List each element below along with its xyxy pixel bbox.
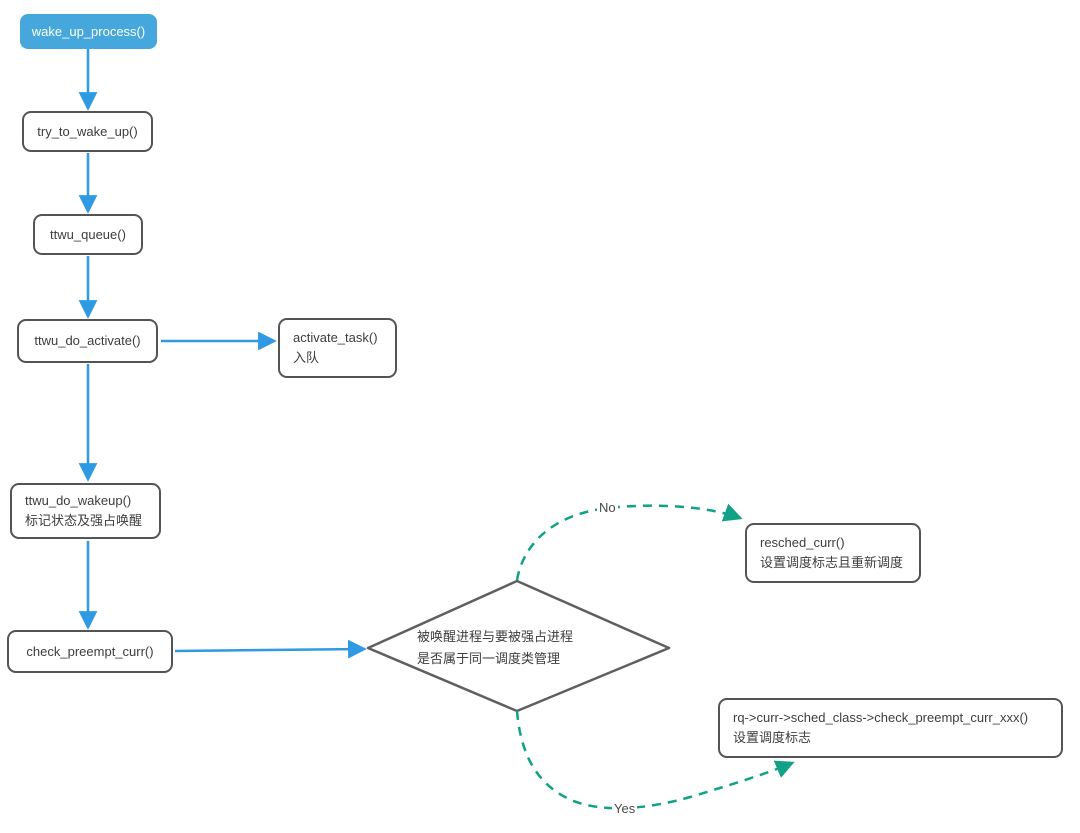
arrow-checkpreempt-to-decision [174, 639, 367, 659]
node-ttwu-do-activate: ttwu_do_activate() [17, 319, 158, 363]
decision-line2: 是否属于同一调度类管理 [417, 651, 561, 666]
node-wake-up-process-label: wake_up_process() [31, 23, 146, 39]
node-try-to-wake-up: try_to_wake_up() [22, 111, 153, 152]
decision-diamond [366, 579, 671, 713]
node-wake-up-process: wake_up_process() [20, 14, 157, 49]
node-resched-curr-note: 设置调度标志且重新调度 [760, 555, 904, 570]
node-ttwu-do-wakeup-label: ttwu_do_wakeup() [25, 493, 132, 508]
node-ttwu-do-activate-label: ttwu_do_activate() [34, 333, 141, 348]
node-sched-class-hook: rq->curr->sched_class->check_preempt_cur… [718, 698, 1063, 758]
node-check-preempt-curr: check_preempt_curr() [7, 630, 173, 673]
node-resched-curr: resched_curr() 设置调度标志且重新调度 [745, 523, 921, 583]
node-ttwu-queue: ttwu_queue() [33, 214, 143, 255]
node-ttwu-do-wakeup-note: 标记状态及强占唤醒 [25, 513, 143, 528]
node-activate-task: activate_task() 入队 [278, 318, 397, 378]
node-resched-curr-label: resched_curr() [760, 535, 845, 550]
branch-yes-label: Yes [612, 801, 638, 816]
branch-no-curve [515, 503, 743, 581]
node-sched-class-hook-label: rq->curr->sched_class->check_preempt_cur… [733, 710, 1029, 725]
decision-line1: 被唤醒进程与要被强占进程 [417, 629, 574, 644]
node-sched-class-hook-note: 设置调度标志 [733, 730, 812, 745]
node-try-to-wake-up-label: try_to_wake_up() [37, 123, 138, 139]
node-activate-task-label: activate_task() [293, 330, 378, 345]
node-ttwu-queue-label: ttwu_queue() [50, 226, 126, 242]
decision-text: 被唤醒进程与要被强占进程 是否属于同一调度类管理 [417, 626, 573, 670]
node-check-preempt-curr-label: check_preempt_curr() [26, 643, 154, 659]
branch-no-label: No [597, 500, 618, 515]
node-activate-task-note: 入队 [293, 350, 320, 365]
node-ttwu-do-wakeup: ttwu_do_wakeup() 标记状态及强占唤醒 [10, 483, 161, 539]
